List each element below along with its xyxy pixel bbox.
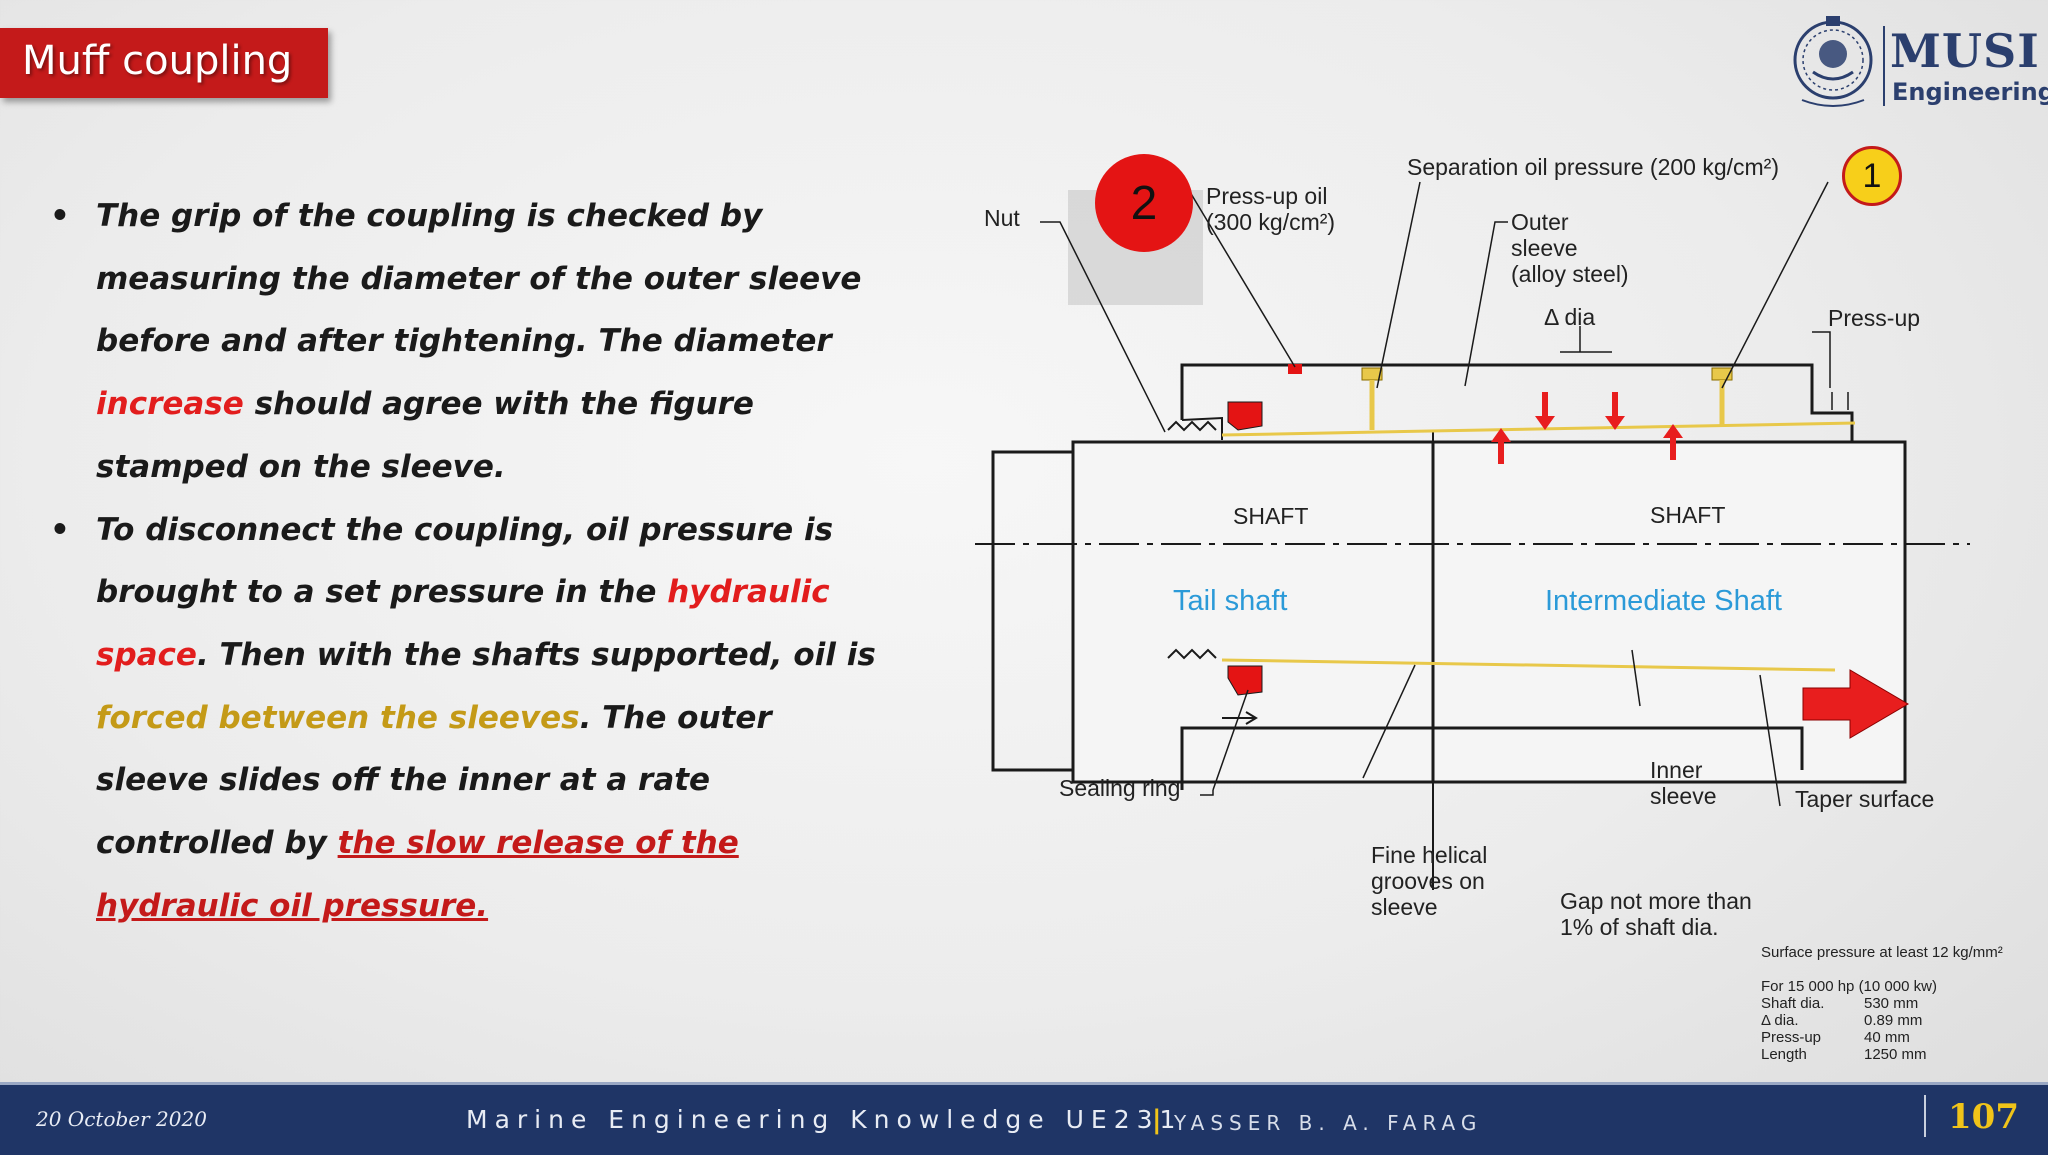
logo-name: MUSI [1890, 24, 2040, 78]
label-surface-pressure: Surface pressure at least 12 kg/mm² [1761, 944, 2003, 961]
bullet-dot: • [50, 198, 70, 234]
slide-title: Muff coupling [22, 38, 293, 84]
nut-red-top [1227, 401, 1263, 431]
page-number-divider [1924, 1095, 1926, 1137]
label-inner-sleeve: Inner sleeve [1650, 757, 1717, 809]
musi-logo: MUSI Engineering [1780, 10, 2048, 110]
arrow-down-1 [1535, 392, 1555, 430]
sealing-ring-leader-2 [1212, 689, 1249, 791]
delta-dia-dim [1560, 326, 1612, 353]
label-outer-sleeve: Outer sleeve (alloy steel) [1511, 209, 1629, 287]
inner-sleeve-leader [1631, 649, 1641, 707]
slide-footer: 20 October 2020 Marine Engineering Knowl… [0, 1082, 2048, 1155]
coupling-drawing [975, 181, 1970, 890]
emblem-icon [1793, 16, 1873, 107]
footer-author: YASSER B. A. FARAG [1174, 1111, 1483, 1135]
label-tail-shaft: Tail shaft [1173, 585, 1288, 617]
label-shaft-right: SHAFT [1650, 502, 1726, 528]
spec-name-press-up: Press-up [1761, 1029, 1822, 1046]
bullet2-highlight-forced: forced between the sleeves [96, 699, 580, 736]
taper-oil-top [1221, 421, 1856, 437]
step-2-badge: 2 [1095, 154, 1193, 252]
nut-top [1181, 416, 1223, 440]
taper-oil-bottom [1221, 658, 1836, 672]
logo-divider [1883, 26, 1885, 106]
footer-date: 20 October 2020 [36, 1107, 207, 1131]
bullet2-text-a: To disconnect the coupling, oil pressure… [96, 511, 834, 611]
bullet-item-grip-check: • The grip of the coupling is checked by … [50, 185, 890, 499]
label-separation-oil: Separation oil pressure (200 kg/cm²) [1407, 154, 1779, 180]
bullet2-highlight-hydraulic-space: hydraulic space [96, 574, 830, 673]
spec-value-length: 1250 mm [1864, 1046, 1927, 1063]
tail-shaft-body [1071, 440, 1435, 784]
bullet1-text-a: The grip of the coupling is checked by m… [96, 198, 862, 360]
label-intermediate-shaft: Intermediate Shaft [1545, 585, 1782, 617]
spec-name-shaft-dia: Shaft dia. [1761, 995, 1825, 1012]
arrow-down-2 [1605, 392, 1625, 430]
sealing-ring-leader [1200, 790, 1214, 796]
slide-title-box: Muff coupling [0, 28, 328, 98]
spec-name-delta-dia: Δ dia. [1761, 1012, 1799, 1029]
spec-value-delta-dia: 0.89 mm [1864, 1012, 1923, 1029]
muff-coupling-diagram: 2 1 Nut Press-up oil (300 kg/cm²) Separa… [960, 130, 2040, 1080]
label-shaft-left: SHAFT [1233, 503, 1309, 529]
separation-leader-2 [1721, 181, 1829, 389]
label-gap: Gap not more than 1% of shaft dia. [1560, 888, 1752, 940]
page-number: 107 [1948, 1097, 2019, 1137]
slide-off-arrow [1802, 669, 1909, 739]
bullet2-text-c: . The outer sleeve slides off the inner … [96, 699, 772, 862]
footer-course: Marine Engineering Knowledge UE231 [466, 1105, 1183, 1134]
label-delta-dia: Δ dia [1544, 304, 1596, 330]
bullet1-highlight-increase: increase [96, 386, 244, 423]
label-taper-surface: Taper surface [1795, 786, 1935, 812]
separation-leader-1 [1376, 181, 1421, 389]
bullet-item-disconnect: • To disconnect the coupling, oil pressur… [50, 499, 890, 938]
footer-separator: | [1152, 1105, 1162, 1135]
bullet2-highlight-slow-release: the slow release of the hydraulic oil pr… [96, 825, 739, 924]
outer-sleeve-top [1180, 363, 1854, 442]
bullet1-text-b: should agree with the figure stamped on … [96, 386, 754, 485]
label-nut: Nut [984, 205, 1020, 231]
outer-sleeve-bottom [1180, 726, 1804, 790]
thread-top [1167, 420, 1217, 432]
arrow-up-1 [1491, 428, 1511, 464]
spec-name-length: Length [1761, 1046, 1807, 1063]
thread-bottom [1167, 648, 1217, 660]
intermediate-shaft-body [1431, 440, 1907, 784]
bullet2-text-b: . Then with the shafts supported, oil is [196, 636, 876, 673]
helical-leader [1362, 664, 1416, 779]
spec-value-shaft-dia: 530 mm [1864, 995, 1919, 1012]
press-up-dim [1812, 331, 1849, 410]
spec-value-press-up: 40 mm [1864, 1029, 1910, 1046]
nut-red-bottom [1227, 665, 1263, 696]
logo-subtitle: Engineering [1892, 78, 2048, 106]
outer-sleeve-leader [1464, 221, 1508, 387]
bullet-dot: • [50, 511, 70, 548]
press-up-port [1288, 364, 1302, 374]
label-press-up-oil: Press-up oil (300 kg/cm²) [1206, 183, 1336, 235]
step-1-badge: 1 [1842, 146, 1902, 206]
bullet-list: • The grip of the coupling is checked by … [50, 185, 890, 937]
label-fine-helical: Fine helical grooves on sleeve [1371, 842, 1488, 920]
label-sealing-ring: Sealing ring [1059, 775, 1181, 801]
label-press-up: Press-up [1828, 305, 1921, 331]
press-up-oil-leader [1189, 191, 1296, 368]
taper-leader [1759, 674, 1781, 807]
arrow-up-2 [1663, 424, 1683, 460]
spec-header: For 15 000 hp (10 000 kw) [1761, 978, 1937, 995]
nut-leader [1040, 221, 1166, 433]
